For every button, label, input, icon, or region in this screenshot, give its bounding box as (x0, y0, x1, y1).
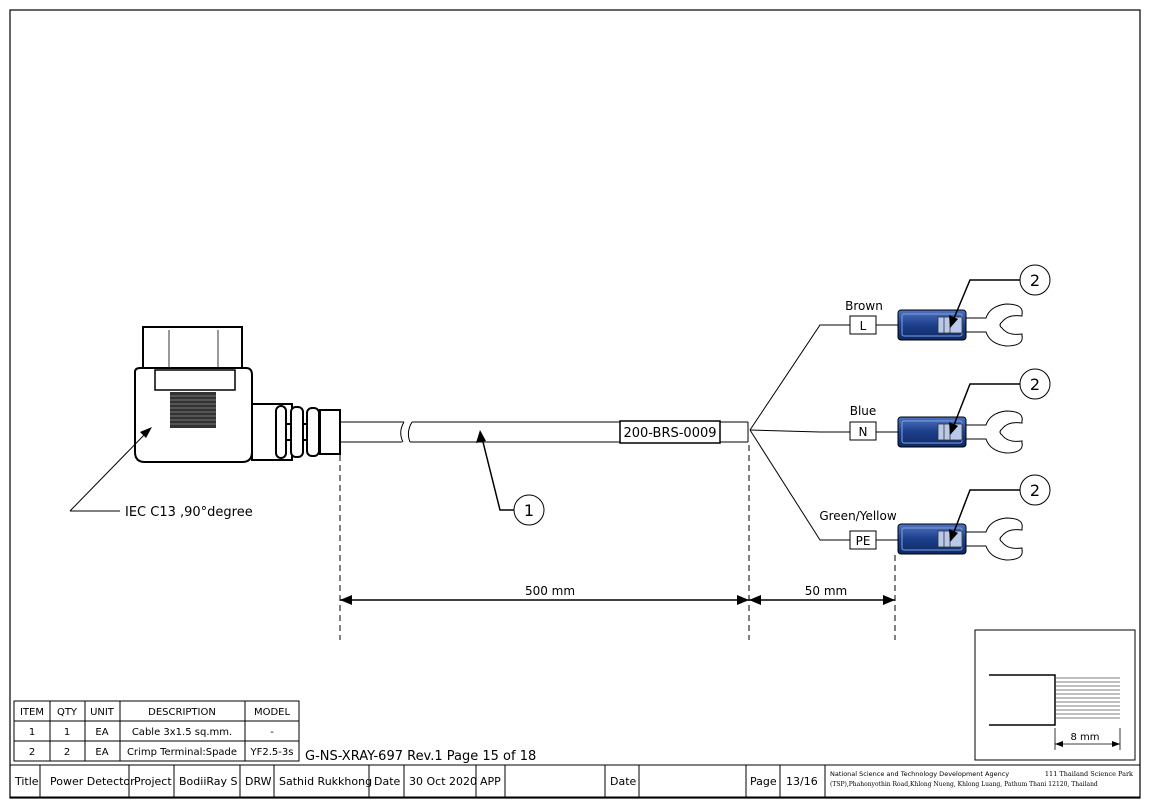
bom-header-item: ITEM (20, 707, 44, 718)
sheet-border (9, 9, 1141, 799)
spade-terminal-n (897, 410, 1023, 454)
org-address-line1: 111 Thailand Science Park (1045, 770, 1133, 778)
org-address-line2: (TSP),Phahonyothin Road,Khlong Nueng, Kh… (830, 781, 1098, 788)
connector-callout-label: IEC C13 ,90°degree (125, 505, 253, 520)
bom-row1-item: 1 (29, 727, 35, 738)
wire-green-yellow-label: Green/Yellow (819, 509, 897, 523)
bom-row1-model: - (270, 727, 274, 738)
bom-row1-description: Cable 3x1.5 sq.mm. (132, 727, 232, 738)
dimension-50mm (749, 595, 895, 605)
strip-length-label: 8 mm (1070, 732, 1099, 743)
item2-balloon-pe: 2 (1030, 481, 1040, 500)
date-value: 30 Oct 2020 (409, 775, 477, 788)
drawn-by-value: Sathid Rukkhong (279, 775, 372, 788)
dimension-50mm-label: 50 mm (805, 584, 847, 598)
bom-header-unit: UNIT (90, 707, 115, 718)
bom-header-description: DESCRIPTION (148, 707, 216, 718)
app-label: APP (480, 775, 501, 788)
bom-row2-model: YF2.5-3s (250, 747, 294, 758)
page-label: Page (750, 775, 777, 788)
spade-terminal-l (897, 303, 1023, 347)
title-block (9, 764, 1141, 798)
dimension-500mm-label: 500 mm (525, 584, 575, 598)
terminal-tag-pe: PE (856, 534, 871, 548)
terminal-tag-l: L (860, 319, 867, 333)
item1-balloon: 1 (524, 501, 534, 520)
bom-table (13, 700, 300, 762)
cable-label: 200-BRS-0009 (623, 426, 716, 441)
spade-terminal-pe (897, 517, 1023, 561)
date-label: Date (374, 775, 401, 788)
bom-header-model: MODEL (254, 707, 291, 718)
item2-balloon-n: 2 (1030, 375, 1040, 394)
drw-label: DRW (245, 775, 272, 788)
title-value: Power Detector (50, 775, 135, 788)
bom-row2-unit: EA (95, 747, 108, 758)
wire-breakout (749, 324, 898, 541)
item2-balloon-l: 2 (1030, 271, 1040, 290)
item1-leader (476, 430, 514, 511)
dimension-extension-lines (339, 445, 896, 640)
connector-callout-leader (69, 427, 152, 512)
bom-header-qty: QTY (57, 707, 78, 718)
item2-leaders (951, 279, 1020, 538)
bom-row2-qty: 2 (64, 747, 70, 758)
bom-row1-unit: EA (95, 727, 108, 738)
project-value: BodiiRay S (179, 775, 238, 788)
wire-brown-label: Brown (845, 299, 883, 313)
document-reference: G-NS-XRAY-697 Rev.1 Page 15 of 18 (305, 749, 536, 764)
bom-row2-item: 2 (29, 747, 35, 758)
bom-row1-qty: 1 (64, 727, 70, 738)
strip-detail-inset (974, 629, 1136, 761)
org-name: National Science and Technology Developm… (830, 770, 1009, 778)
dimension-500mm (340, 595, 749, 605)
date2-label: Date (610, 775, 637, 788)
project-label: Project (134, 775, 172, 788)
terminal-tag-n: N (859, 425, 868, 439)
wire-blue-label: Blue (850, 404, 877, 418)
bom-row2-description: Crimp Terminal:Spade (127, 747, 237, 758)
title-label: Title (14, 775, 39, 788)
page-value: 13/16 (786, 775, 818, 788)
cable-label-box (619, 420, 721, 444)
iec-c13-connector (134, 326, 341, 463)
